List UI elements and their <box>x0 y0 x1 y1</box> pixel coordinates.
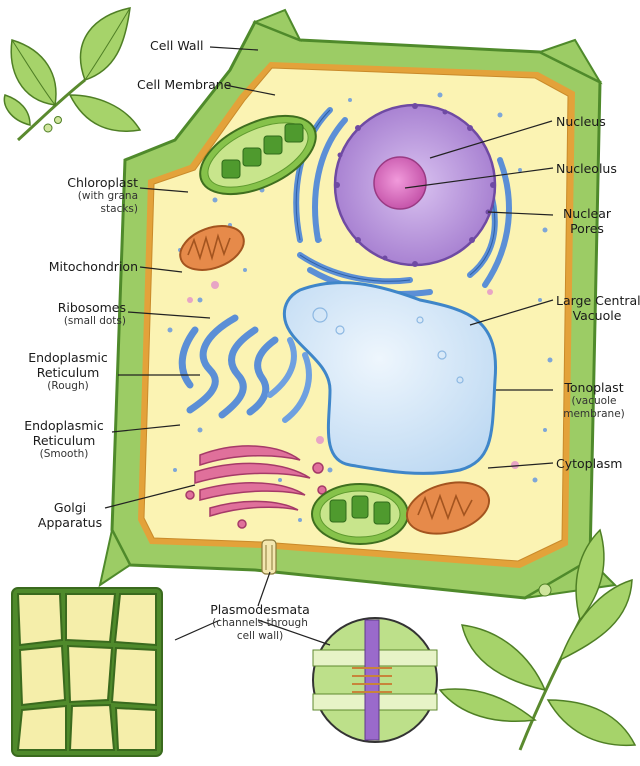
label-golgi-line2: Apparatus <box>37 515 103 530</box>
chloroplast-top <box>199 114 317 196</box>
label-er-rough-note: (Rough) <box>47 380 89 392</box>
mitochondrion-left <box>179 225 245 271</box>
nuclear-pores <box>334 103 496 267</box>
label-nucleus: Nucleus <box>556 114 606 129</box>
leader-er-smooth <box>111 424 181 433</box>
label-er-rough: Endoplasmic Reticulum (Rough) <box>20 350 116 393</box>
leaf-sprig-bottom-right <box>438 528 637 751</box>
label-mitochondrion: Mitochondrion <box>48 259 138 274</box>
label-tonoplast-title: Tonoplast <box>564 380 624 395</box>
label-plasmodesmata-note-1: (channels through <box>212 617 308 629</box>
label-nuclear-pores-line1: Nuclear <box>562 206 612 221</box>
leader-golgi <box>104 484 196 509</box>
label-plasmodesmata-title: Plasmodesmata <box>210 602 310 617</box>
label-tonoplast-note-2: membrane) <box>563 408 625 420</box>
nucleolus <box>373 156 427 210</box>
leader-chloroplast <box>139 187 189 193</box>
leader-nucleolus <box>404 167 554 189</box>
label-er-smooth-note: (Smooth) <box>39 448 89 460</box>
label-er-smooth-line2: Reticulum <box>32 433 96 448</box>
plasmodesmata-inset <box>312 617 438 743</box>
label-nuclear-pores-line2: Pores <box>570 221 604 236</box>
large-central-vacuole <box>282 281 498 475</box>
label-er-smooth: Endoplasmic Reticulum (Smooth) <box>16 418 112 461</box>
leader-plasmodesmata <box>257 571 271 607</box>
label-cytoplasm: Cytoplasm <box>556 456 623 471</box>
leader-vacuole <box>469 299 554 326</box>
leader-cell-membrane <box>224 84 276 96</box>
label-chloroplast-title: Chloroplast <box>67 175 138 190</box>
leader-nuclear-pores <box>487 211 554 216</box>
vacuole-bubbles <box>312 307 464 384</box>
label-er-rough-line2: Reticulum <box>36 365 100 380</box>
label-nucleolus: Nucleolus <box>556 161 617 176</box>
leader-nucleus <box>429 120 553 159</box>
leader-lines <box>104 46 554 646</box>
leader-tissue-inset <box>174 619 221 641</box>
label-tonoplast-note-1: (vacuole <box>571 395 617 407</box>
label-er-rough-line1: Endoplasmic <box>28 350 108 365</box>
label-nuclear-pores: Nuclear Pores <box>556 206 618 236</box>
leader-cytoplasm <box>487 462 554 469</box>
label-ribosomes-title: Ribosomes <box>57 300 126 315</box>
label-vacuole-line1: Large Central <box>556 293 640 308</box>
label-er-smooth-line1: Endoplasmic <box>24 418 104 433</box>
label-vacuole-line2: Vacuole <box>572 308 622 323</box>
label-chloroplast-note: (with grana stacks) <box>77 190 138 215</box>
label-plasmodesmata: Plasmodesmata (channels through cell wal… <box>200 602 320 643</box>
tissue-inset <box>11 587 163 757</box>
label-golgi: Golgi Apparatus <box>30 500 110 530</box>
leader-cell-wall <box>209 46 259 51</box>
label-tonoplast: Tonoplast (vacuole membrane) <box>556 380 632 421</box>
leader-ribosomes <box>127 311 211 319</box>
label-cell-membrane: Cell Membrane <box>137 77 232 92</box>
leader-plasmodesmata-inset <box>257 619 331 646</box>
golgi-apparatus <box>185 445 327 529</box>
leader-mitochondrion <box>139 266 183 273</box>
plasmodesmata-marker <box>261 539 277 575</box>
chloroplast-bottom <box>311 483 409 545</box>
label-ribosomes: Ribosomes (small dots) <box>20 300 126 328</box>
endoplasmic-reticulum-smooth <box>267 337 312 423</box>
endoplasmic-reticulum-left <box>178 314 279 419</box>
label-golgi-line1: Golgi <box>53 500 87 515</box>
vesicles <box>187 281 519 469</box>
label-chloroplast: Chloroplast (with grana stacks) <box>20 175 138 216</box>
label-ribosomes-note: (small dots) <box>63 315 126 327</box>
label-vacuole: Large Central Vacuole <box>556 293 640 323</box>
label-plasmodesmata-note-2: cell wall) <box>236 630 284 642</box>
leaf-sprig-top-left <box>3 7 142 142</box>
label-cell-wall: Cell Wall <box>150 38 204 53</box>
mitochondrion-right <box>405 481 491 535</box>
